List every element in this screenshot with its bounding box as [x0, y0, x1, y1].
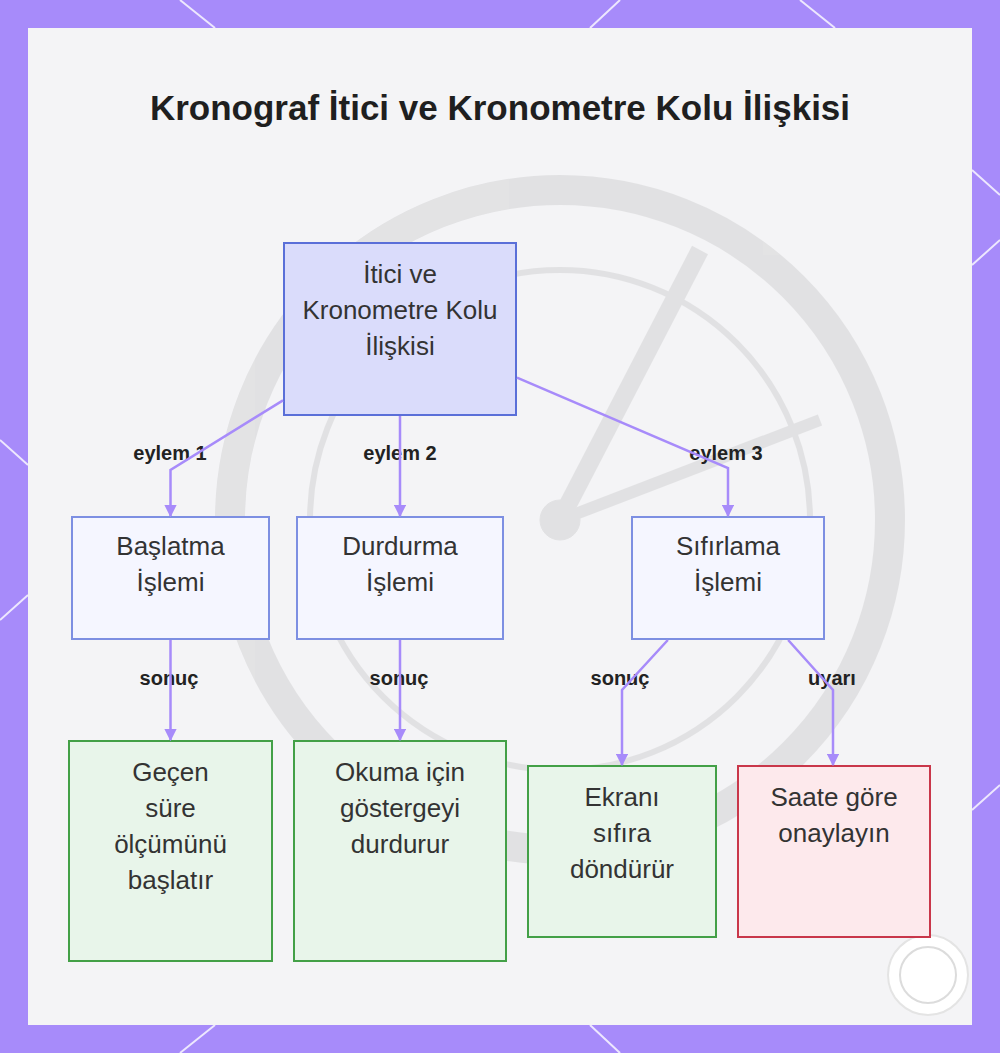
node-text: İtici ve Kronometre Kolu İlişkisi	[300, 256, 500, 364]
action-box: Sıfırlama İşlemi	[631, 516, 825, 640]
connector	[788, 640, 833, 765]
action-box: Durdurma İşlemi	[296, 516, 504, 640]
edge-label: sonuç	[370, 667, 429, 690]
result-box: Okuma için göstergeyi durdurur	[293, 740, 507, 962]
node-text: Okuma için göstergeyi durdurur	[315, 754, 485, 862]
result-box: Ekranı sıfıra döndürür	[527, 765, 717, 938]
root-box: İtici ve Kronometre Kolu İlişkisi	[283, 242, 517, 416]
logo-mark	[888, 935, 968, 1015]
action-box: Başlatma İşlemi	[71, 516, 270, 640]
node-text: Saate göre onaylayın	[764, 779, 904, 851]
warning-box: Saate göre onaylayın	[737, 765, 931, 938]
connector	[171, 400, 284, 516]
diagram-title: Kronograf İtici ve Kronometre Kolu İlişk…	[100, 80, 900, 136]
node-text: Başlatma İşlemi	[86, 528, 256, 600]
node-text: Ekranı sıfıra döndürür	[552, 779, 692, 887]
result-box: Geçen süre ölçümünü başlatır	[68, 740, 273, 962]
panel	[28, 28, 972, 1025]
connector	[622, 640, 668, 765]
edge-label: uyarı	[808, 667, 856, 690]
edge-label: eylem 3	[689, 442, 762, 465]
connector	[399, 416, 402, 516]
edge-label: eylem 1	[133, 442, 206, 465]
node-text: Geçen süre ölçümünü başlatır	[106, 754, 236, 898]
edge-label: sonuç	[140, 667, 199, 690]
edge-label: eylem 2	[363, 442, 436, 465]
connector	[169, 640, 172, 740]
node-text: Sıfırlama İşlemi	[643, 528, 813, 600]
connector	[517, 378, 728, 516]
edge-label: sonuç	[591, 667, 650, 690]
node-text: Durdurma İşlemi	[315, 528, 485, 600]
connector	[399, 640, 402, 740]
